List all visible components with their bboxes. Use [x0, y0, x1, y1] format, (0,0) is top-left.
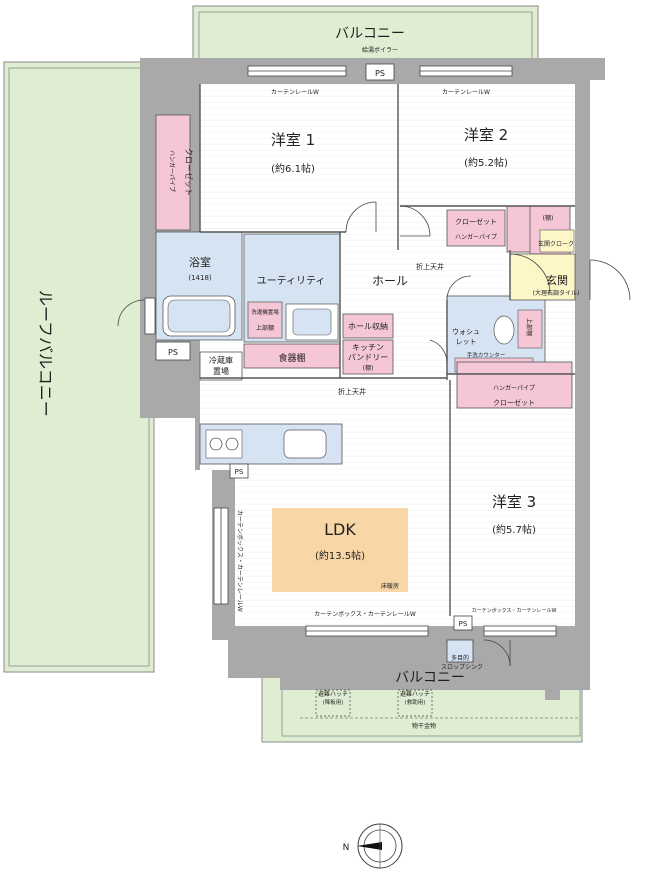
hatch-1b-label: (降板用)	[323, 698, 344, 706]
balcony-bottom-label: バルコニー	[395, 670, 465, 686]
hatch-2b-label: (救助用)	[405, 698, 426, 706]
hall-storage-label: ホール収納	[348, 321, 388, 331]
curtain-rail-2: カーテンレールW	[442, 89, 490, 96]
washbasin-label: 手洗カウンター	[467, 351, 506, 359]
washlet-label-1: ウォシュ	[452, 328, 480, 336]
upper-shelf-label: 上部棚	[256, 324, 274, 332]
room2-floor	[400, 84, 575, 206]
room3-closet-label: クローゼット	[493, 398, 535, 407]
hall-storage	[342, 313, 394, 339]
pantry-label-2: パンドリー	[348, 353, 388, 362]
evac-hatch-1	[315, 689, 351, 717]
windows	[144, 65, 557, 637]
bathroom-label: 浴室	[189, 255, 211, 269]
room3-size: (約5.7帖)	[492, 523, 536, 536]
room2-label: 洋室 2	[464, 126, 508, 144]
washlet-label-2: レット	[456, 338, 477, 346]
hatch-1-label: 避難ハッチ	[318, 690, 348, 698]
room3-closet	[456, 361, 573, 409]
slop-sink-label-1: 多目的	[451, 654, 469, 662]
shoe-closet-label: 玄関クローク	[538, 240, 574, 248]
room1-hanger-label: ハンガーパイプ	[168, 150, 176, 192]
entrance	[509, 253, 576, 301]
balcony-top	[192, 5, 539, 67]
curtain-box-rail-label-2: カーテンボックス・カーテンレールW	[472, 607, 557, 614]
curtain-box-vertical: カーテンボックス・カーテンレールW	[236, 510, 244, 612]
floor-heating-label: 床暖房	[381, 582, 399, 590]
entrance-label: 玄関	[546, 273, 568, 287]
entry-closet-label: (棚)	[543, 214, 554, 222]
hatch-2-label: 避難ハッチ	[400, 690, 430, 698]
curtain-rail-1: カーテンレールW	[271, 89, 319, 96]
room2-closet-label: クローゼット	[455, 217, 497, 226]
drying-hardware-label: 物干金物	[412, 722, 436, 730]
room1-closet	[155, 114, 191, 231]
ldk-size: (約13.5帖)	[315, 549, 365, 562]
ps-label-room3: PS	[459, 620, 468, 628]
room2-size: (約5.2帖)	[464, 156, 508, 169]
water-heater-label: 給湯ボイラー	[362, 46, 398, 54]
cupboard	[243, 343, 341, 369]
ps-boxes	[155, 63, 473, 631]
fridge-label-2: 置場	[213, 366, 229, 376]
utility-label: ユーティリティ	[257, 276, 326, 287]
ldk-floor-heating	[272, 508, 408, 592]
room1-closet-label: クローゼット	[184, 148, 194, 196]
washer-area	[247, 301, 283, 339]
compass-n-label: N	[343, 843, 350, 853]
ps-label-bath: PS	[168, 348, 178, 357]
ps-label-kitchen: PS	[235, 468, 244, 476]
fold-ceiling-2: 折上天井	[338, 387, 366, 396]
fold-ceiling-1: 折上天井	[416, 262, 444, 271]
slop-sink-label-2: スロップシンク	[441, 664, 483, 671]
compass-icon	[357, 823, 403, 869]
balcony-top-label: バルコニー	[335, 26, 405, 42]
doors	[117, 201, 631, 667]
upper-shelf-toilet: 上部棚	[525, 318, 533, 336]
room2-hanger-label: ハンガーパイプ	[455, 233, 497, 241]
room3-floor	[457, 380, 575, 616]
evac-hatch-2	[397, 689, 433, 717]
room2-closet	[446, 209, 506, 247]
fridge-label-1: 冷蔵庫	[209, 355, 233, 365]
curtain-box-rail-label: カーテンボックス・カーテンレールW	[314, 610, 416, 618]
ldk-label: LDK	[324, 520, 356, 539]
kitchen-pantry	[342, 339, 394, 375]
pantry-label-1: キッチン	[352, 343, 384, 352]
cupboard-label: 食器棚	[278, 352, 305, 364]
room3-label: 洋室 3	[492, 493, 536, 511]
pantry-label-3: (棚)	[363, 364, 374, 372]
roof-balcony-label: ルーフバルコニー	[36, 290, 55, 417]
roof-balcony	[3, 61, 155, 673]
entrance-note: (大理石調タイル)	[533, 289, 580, 297]
room1-label: 洋室 1	[271, 131, 315, 149]
room1-floor	[200, 84, 397, 232]
washer-area-label: 洗濯機置場	[251, 308, 279, 316]
hall-label: ホール	[372, 274, 408, 288]
partition-walls	[199, 84, 575, 616]
ps-label-top: PS	[375, 69, 385, 78]
room3-hanger-label: ハンガーパイプ	[493, 384, 535, 392]
fridge-area	[199, 351, 243, 381]
slop-sink	[446, 639, 474, 663]
bath-size-label: (1418)	[188, 274, 212, 282]
room1-size: (約6.1帖)	[271, 162, 315, 175]
